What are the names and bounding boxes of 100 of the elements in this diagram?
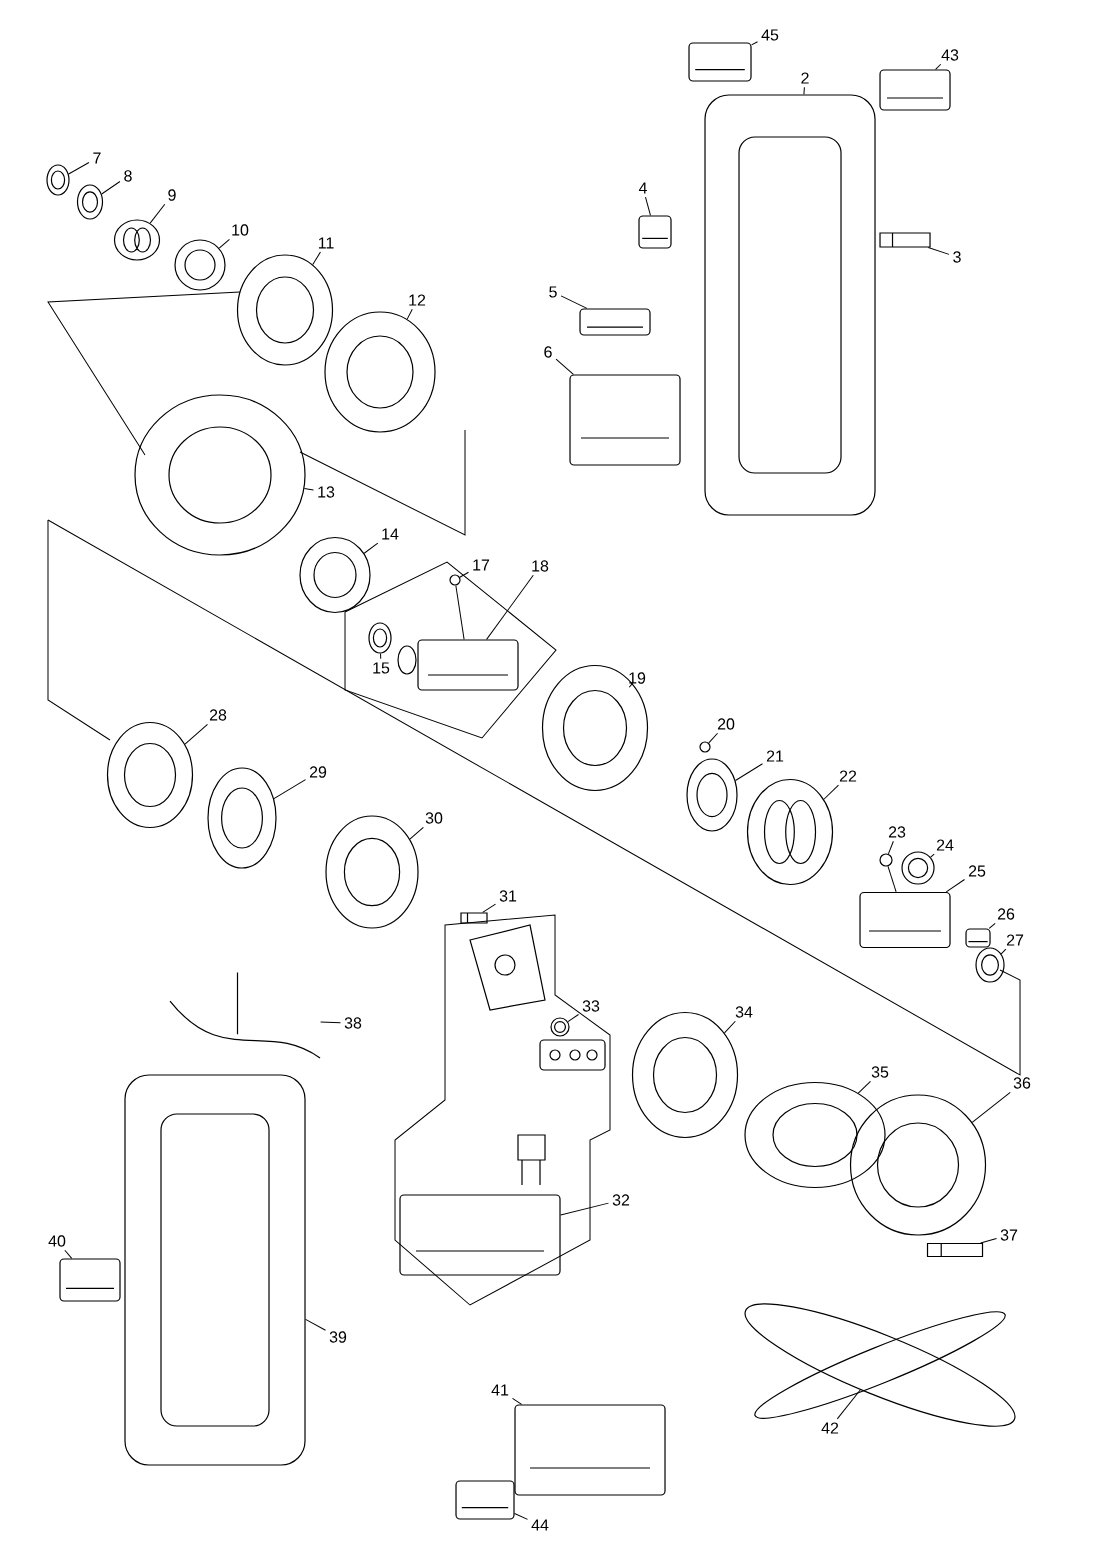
callout-number: 43 bbox=[941, 49, 959, 61]
leader-line bbox=[514, 1513, 528, 1520]
callout-number: 22 bbox=[839, 770, 857, 782]
part-drawing bbox=[746, 778, 834, 886]
leader-line bbox=[312, 251, 321, 266]
callout-number: 32 bbox=[612, 1194, 630, 1206]
callout-number: 25 bbox=[968, 865, 986, 877]
callout-number: 8 bbox=[124, 170, 132, 182]
callout-number: 24 bbox=[936, 839, 954, 851]
part-drawing bbox=[299, 536, 371, 614]
part-drawing bbox=[324, 311, 436, 433]
callout-number: 14 bbox=[382, 528, 399, 540]
leader-line bbox=[823, 784, 839, 800]
callout-number: 41 bbox=[491, 1384, 509, 1396]
callout-number: 10 bbox=[232, 224, 249, 236]
leader-line bbox=[512, 1397, 523, 1405]
leader-line bbox=[455, 585, 465, 640]
leader-line bbox=[184, 723, 208, 745]
leader-line bbox=[482, 903, 496, 913]
ball-drawing bbox=[449, 574, 461, 586]
leader-line bbox=[486, 574, 534, 640]
callout-number: 23 bbox=[888, 826, 906, 838]
leader-line bbox=[305, 1318, 326, 1331]
leader-line bbox=[803, 86, 805, 95]
part-drawing bbox=[399, 1194, 561, 1276]
leader-line bbox=[320, 1021, 341, 1024]
callout-number: 40 bbox=[48, 1235, 66, 1247]
part-drawing bbox=[417, 639, 519, 691]
callout-number: 15 bbox=[373, 662, 390, 674]
leader-line bbox=[555, 358, 574, 375]
leader-line bbox=[628, 682, 633, 688]
leader-line bbox=[273, 779, 306, 800]
callout-number: 7 bbox=[93, 152, 101, 164]
leader-line bbox=[887, 840, 894, 855]
callout-number: 37 bbox=[1000, 1229, 1018, 1241]
leader-line bbox=[735, 763, 763, 781]
leader-line bbox=[560, 295, 588, 309]
callout-number: 6 bbox=[544, 346, 552, 358]
leader-line bbox=[645, 196, 651, 216]
part-drawing bbox=[859, 891, 951, 949]
part-drawing bbox=[686, 758, 738, 832]
callout-number: 29 bbox=[309, 766, 327, 778]
callout-number: 12 bbox=[409, 294, 426, 306]
leader-line bbox=[380, 653, 382, 660]
part-drawing bbox=[744, 1081, 886, 1189]
part-drawing bbox=[325, 815, 419, 929]
leader-line bbox=[149, 203, 166, 224]
leader-line bbox=[887, 865, 897, 893]
part-drawing bbox=[455, 1480, 515, 1520]
callout-number: 44 bbox=[531, 1519, 549, 1531]
part-drawing bbox=[688, 42, 752, 82]
leader-line bbox=[409, 826, 424, 840]
callout-number: 31 bbox=[499, 890, 517, 902]
callout-number: 18 bbox=[532, 560, 549, 572]
leader-line bbox=[857, 1080, 871, 1094]
callout-number: 20 bbox=[717, 718, 735, 730]
leader-line bbox=[64, 1249, 73, 1259]
part-drawing bbox=[174, 239, 226, 291]
callout-number: 34 bbox=[735, 1006, 753, 1018]
part-drawing bbox=[849, 1094, 987, 1236]
part-drawing bbox=[46, 164, 70, 196]
leader-line bbox=[935, 63, 942, 70]
part-drawing bbox=[113, 219, 161, 261]
callout-number: 3 bbox=[953, 251, 961, 263]
leader-line bbox=[68, 162, 90, 175]
part-drawing bbox=[901, 851, 935, 885]
part-drawing bbox=[965, 928, 991, 948]
part-drawing bbox=[460, 912, 488, 924]
part-drawing bbox=[368, 622, 392, 654]
part-drawing bbox=[569, 374, 681, 466]
callout-number: 28 bbox=[209, 709, 227, 721]
leader-line bbox=[567, 1014, 579, 1023]
leader-line bbox=[930, 853, 935, 858]
leader-line bbox=[980, 1238, 997, 1244]
callout-number: 30 bbox=[425, 812, 443, 824]
leader-line bbox=[836, 1389, 861, 1420]
leader-line bbox=[303, 488, 314, 491]
callout-number: 38 bbox=[344, 1017, 362, 1029]
leader-line bbox=[560, 1202, 609, 1216]
part-drawing bbox=[638, 215, 672, 249]
callout-number: 9 bbox=[168, 189, 176, 201]
callout-number: 42 bbox=[821, 1422, 839, 1434]
callout-number: 5 bbox=[549, 286, 557, 298]
leader-line bbox=[751, 41, 758, 46]
callout-number: 2 bbox=[801, 72, 809, 84]
callout-number: 21 bbox=[766, 750, 784, 762]
part-drawing bbox=[236, 254, 334, 366]
part-drawing bbox=[579, 308, 651, 336]
callout-number: 13 bbox=[318, 486, 335, 498]
part-drawing bbox=[106, 721, 194, 829]
leader-line bbox=[724, 1020, 736, 1034]
part-drawing bbox=[59, 1258, 121, 1302]
leader-line bbox=[459, 571, 469, 578]
part-drawing bbox=[124, 1074, 306, 1466]
callout-number: 11 bbox=[318, 237, 334, 249]
part-drawing bbox=[879, 69, 951, 111]
leader-line bbox=[218, 238, 230, 249]
leader-line bbox=[927, 247, 950, 255]
callout-number: 27 bbox=[1006, 934, 1024, 946]
callout-number: 33 bbox=[582, 1000, 600, 1012]
